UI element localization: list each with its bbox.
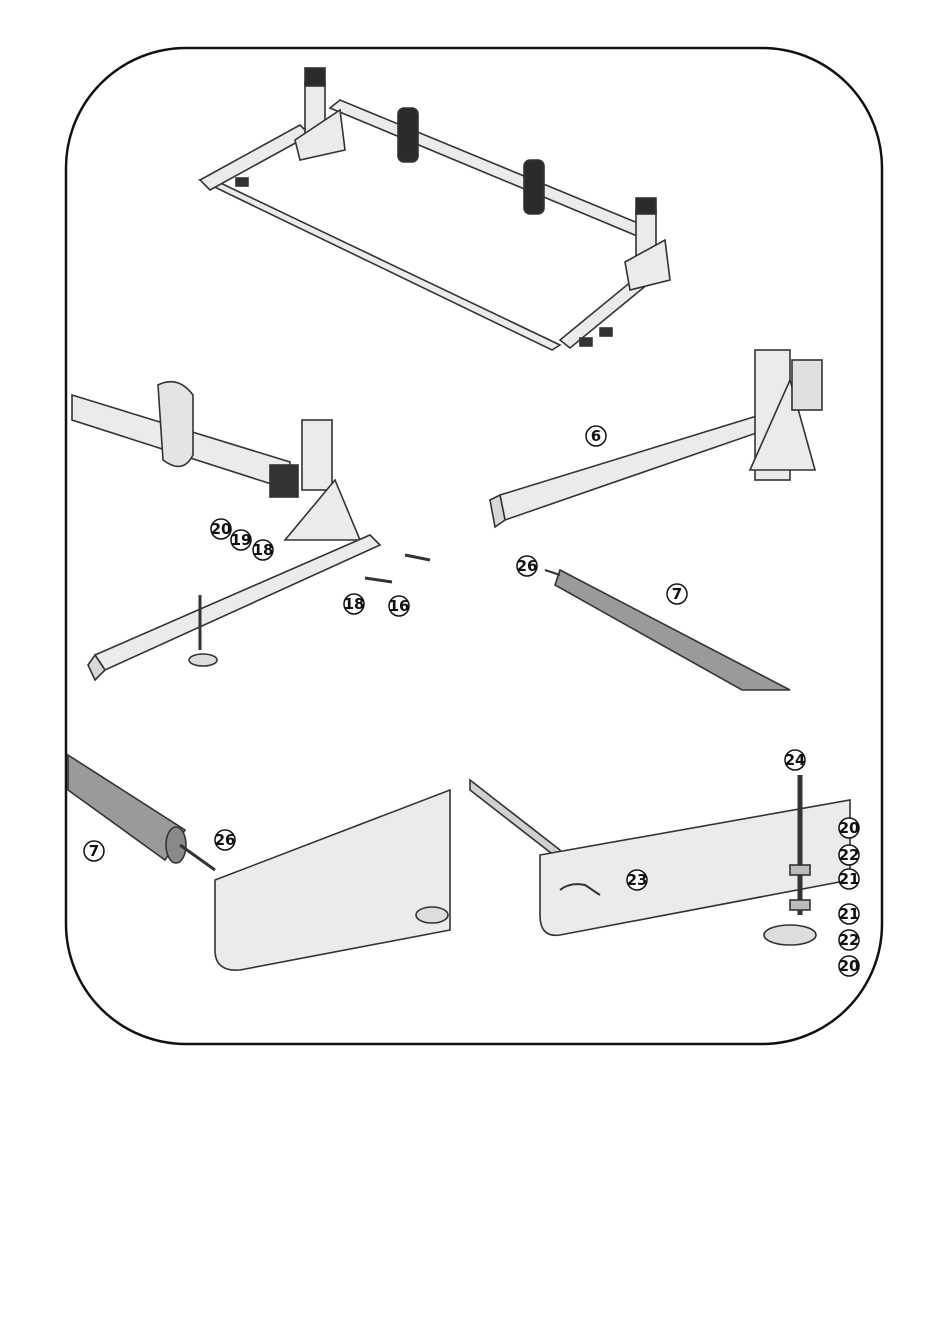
svg-text:6: 6 <box>591 427 601 445</box>
svg-text:22: 22 <box>839 846 860 864</box>
svg-text:18: 18 <box>253 541 274 559</box>
callout-p5-21a: 21 <box>839 869 860 889</box>
p4-tube-end <box>166 827 186 863</box>
p4-foot <box>416 907 448 923</box>
rack-foot-1 <box>236 178 248 186</box>
rack-foot-2 <box>580 338 592 346</box>
svg-text:24: 24 <box>785 751 806 769</box>
p2-post <box>302 420 332 490</box>
rack-foot-3 <box>600 328 612 336</box>
callout-p2-18b: 18 <box>344 594 365 614</box>
rack-left-post-cap <box>305 68 325 86</box>
rack-right-post-cap <box>636 198 656 214</box>
svg-text:19: 19 <box>231 531 252 549</box>
callout-p3-6: 6 <box>586 426 606 446</box>
p3-end-block <box>792 360 822 410</box>
p2-end-block <box>270 465 298 497</box>
svg-text:26: 26 <box>517 557 538 575</box>
svg-text:21: 21 <box>839 870 860 888</box>
callout-p5-22a: 22 <box>839 845 860 865</box>
p5-nut-lower <box>790 900 810 910</box>
svg-text:16: 16 <box>389 597 410 615</box>
callout-p2-16: 16 <box>389 596 410 616</box>
svg-text:26: 26 <box>215 831 236 849</box>
svg-text:21: 21 <box>839 905 860 923</box>
svg-text:18: 18 <box>344 595 365 613</box>
callout-p5-20a: 20 <box>839 818 860 838</box>
p2-strap <box>158 382 193 467</box>
callout-p5-21b: 21 <box>839 904 860 924</box>
p5-foot-pad <box>764 925 816 945</box>
callout-p5-23: 23 <box>627 870 648 890</box>
rack-strap-1 <box>398 108 418 162</box>
svg-text:20: 20 <box>211 520 232 538</box>
p5-nut-upper <box>790 865 810 875</box>
svg-text:7: 7 <box>672 585 682 603</box>
svg-text:22: 22 <box>839 931 860 949</box>
rack-strap-2 <box>524 160 544 214</box>
callout-p5-24: 24 <box>785 750 806 770</box>
callout-p2-19: 19 <box>231 530 252 550</box>
callout-p5-20b: 20 <box>839 956 860 976</box>
callout-p2-20: 20 <box>211 519 232 539</box>
svg-text:7: 7 <box>89 842 99 860</box>
callout-p2-18a: 18 <box>253 540 274 560</box>
callout-p4-26: 26 <box>215 830 236 850</box>
callout-p3-26: 26 <box>517 556 538 576</box>
p2-foot <box>189 654 217 666</box>
svg-text:20: 20 <box>839 957 860 975</box>
svg-text:20: 20 <box>839 819 860 837</box>
callout-p5-22b: 22 <box>839 930 860 950</box>
callout-p4-7: 7 <box>84 841 104 861</box>
callout-p3-7: 7 <box>667 584 687 604</box>
svg-text:23: 23 <box>627 871 648 889</box>
